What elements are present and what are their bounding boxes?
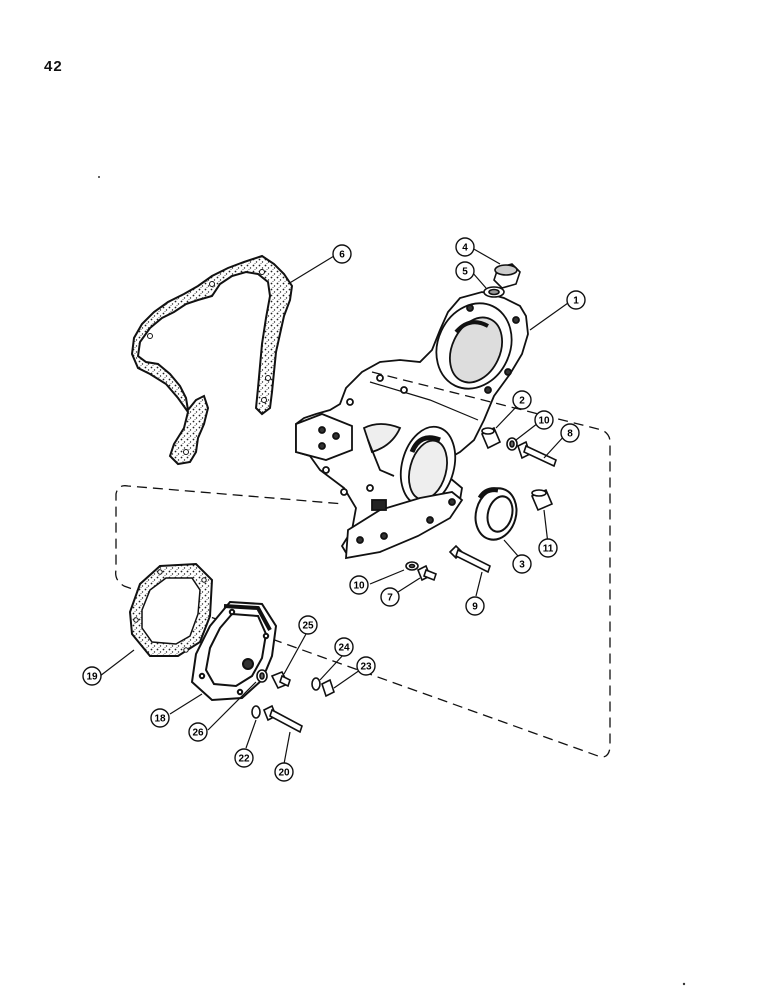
bolt-part-25 xyxy=(270,670,291,690)
washer-part-10-lower xyxy=(405,561,419,571)
callout-25: 25 xyxy=(298,615,318,635)
callout-9: 9 xyxy=(465,596,485,616)
callout-label: 22 xyxy=(238,754,250,765)
callout-label: 10 xyxy=(538,416,550,427)
leader-line xyxy=(245,719,257,749)
callout-label: 3 xyxy=(519,560,525,571)
callout-label: 7 xyxy=(387,593,393,604)
leader-line xyxy=(283,731,291,765)
callout-24: 24 xyxy=(334,637,354,657)
callout-label: 24 xyxy=(338,643,350,654)
callout-23: 23 xyxy=(356,656,376,676)
stray-mark xyxy=(98,176,100,178)
gasket-part-19 xyxy=(128,562,214,657)
callout-label: 26 xyxy=(192,728,204,739)
callout-22: 22 xyxy=(234,748,254,768)
callout-6: 6 xyxy=(332,244,352,264)
bolt-part-20 xyxy=(262,704,303,734)
stray-mark xyxy=(682,982,686,986)
leader-line xyxy=(99,649,135,677)
bolt-part-9 xyxy=(448,544,491,574)
bolt-part-23 xyxy=(321,678,335,698)
callout-label: 23 xyxy=(360,662,372,673)
leader-line xyxy=(283,633,307,675)
bolt-part-8 xyxy=(517,440,557,468)
callout-10-upper: 10 xyxy=(534,410,554,430)
callout-1: 1 xyxy=(566,290,586,310)
gasket-part-6 xyxy=(130,254,294,466)
assembly-outline xyxy=(115,371,611,758)
leader-line xyxy=(397,577,421,593)
callout-26: 26 xyxy=(188,722,208,742)
callout-label: 11 xyxy=(543,544,554,555)
leader-line xyxy=(319,653,345,681)
timing-gear-housing-part-1 xyxy=(295,291,529,560)
callout-label: 9 xyxy=(472,602,478,613)
leader-line xyxy=(369,569,405,585)
callout-label: 10 xyxy=(353,581,365,592)
cover-plate-part-18 xyxy=(190,600,278,702)
washer-part-22 xyxy=(251,705,261,719)
washer-part-24 xyxy=(311,677,321,691)
leader-line xyxy=(287,255,335,285)
plug-part-4 xyxy=(493,263,521,289)
callout-label: 19 xyxy=(86,672,98,683)
callout-label: 5 xyxy=(462,267,468,278)
washer-part-26 xyxy=(256,669,268,683)
callout-20: 20 xyxy=(274,762,294,782)
dowel-part-2 xyxy=(480,426,502,450)
callout-label: 25 xyxy=(302,621,314,632)
callout-label: 2 xyxy=(519,396,525,407)
callout-label: 20 xyxy=(278,768,290,779)
callout-2: 2 xyxy=(512,390,532,410)
leader-line xyxy=(475,571,483,597)
callout-label: 18 xyxy=(154,714,166,725)
callout-5: 5 xyxy=(455,261,475,281)
page-number: 42 xyxy=(44,58,63,75)
callout-3: 3 xyxy=(512,554,532,574)
dowel-part-11 xyxy=(530,488,554,512)
callout-19: 19 xyxy=(82,666,102,686)
callout-label: 6 xyxy=(339,250,345,261)
leader-line xyxy=(495,404,519,429)
callout-label: 1 xyxy=(573,296,579,307)
leader-line xyxy=(529,302,569,331)
leader-line xyxy=(471,247,501,265)
callout-label: 4 xyxy=(462,243,468,254)
callout-8: 8 xyxy=(560,423,580,443)
callout-7: 7 xyxy=(380,587,400,607)
leader-line xyxy=(333,669,361,689)
callout-18: 18 xyxy=(150,708,170,728)
oil-seal-part-3 xyxy=(474,487,518,541)
leader-line xyxy=(207,681,257,731)
callout-label: 8 xyxy=(567,429,573,440)
washer-part-10-upper xyxy=(506,437,518,451)
leader-line xyxy=(503,539,519,557)
bolt-part-7 xyxy=(416,564,437,582)
callout-10-lower: 10 xyxy=(349,575,369,595)
leader-line xyxy=(169,693,203,715)
washer-part-5 xyxy=(483,286,505,298)
leader-line xyxy=(471,271,487,289)
callout-4: 4 xyxy=(455,237,475,257)
callout-11: 11 xyxy=(538,538,558,558)
